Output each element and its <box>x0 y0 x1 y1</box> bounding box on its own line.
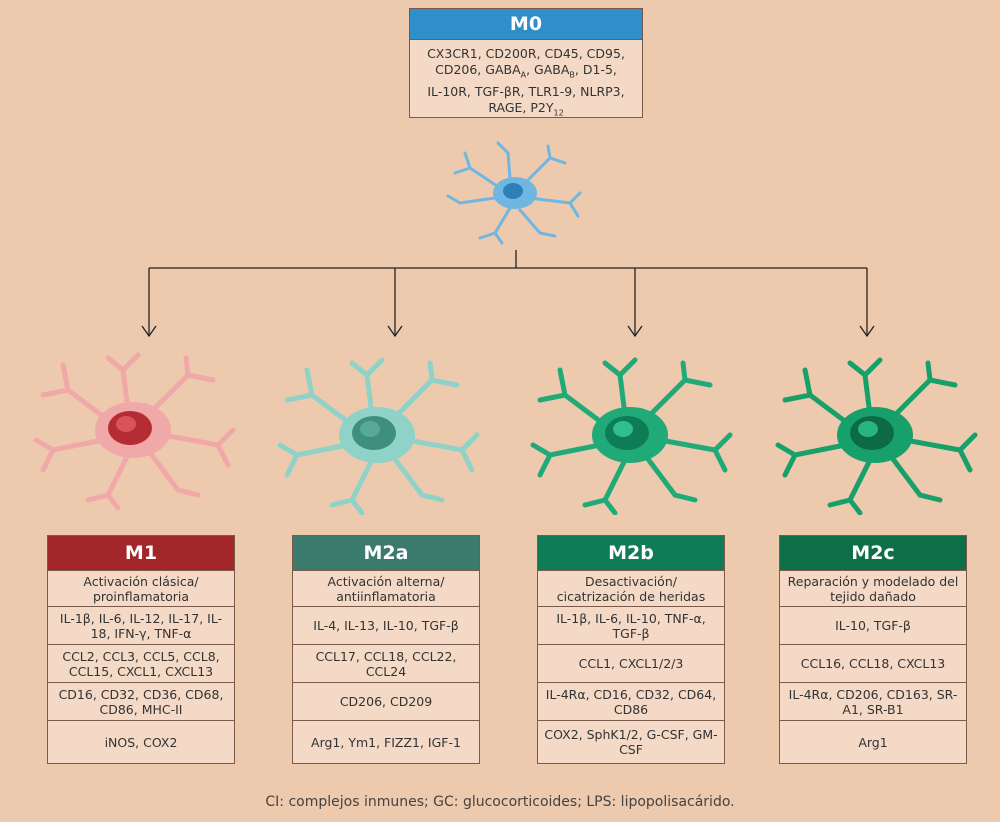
m2b-activation: Desactivación/ cicatrización de heridas <box>538 571 724 607</box>
m2a-microglia-illustration <box>277 357 480 515</box>
m0-sub: 12 <box>553 108 564 117</box>
m2a-title: M2a <box>293 536 479 571</box>
m0-marker-line: CX3CR1, CD200R, CD45, CD95, <box>427 46 625 61</box>
m2a-chemokines: CCL17, CCL18, CCL22, CCL24 <box>293 645 479 683</box>
m2a-receptors: CD206, CD209 <box>293 683 479 721</box>
m2b-microglia-illustration <box>530 357 733 515</box>
m0-marker-text: , GABA <box>526 62 570 77</box>
m0-title: M0 <box>410 9 642 40</box>
m0-marker-line: IL-10R, TGF-βR, TLR1-9, NLRP3, <box>427 83 625 99</box>
m2c-chemokines: CCL16, CCL18, CXCL13 <box>780 645 966 683</box>
m2a-activation: Activación alterna/ antiinflamatoria <box>293 571 479 607</box>
m0-marker-text: , D1-5, <box>574 62 617 77</box>
m1-activation: Activación clásica/ proinflamatoria <box>48 571 234 607</box>
m2a-cytokines: IL-4, IL-13, IL-10, TGF-β <box>293 607 479 645</box>
arrow-m2b <box>627 325 643 338</box>
m2c-receptors: IL-4Rα, CD206, CD163, SR-A1, SR-B1 <box>780 683 966 721</box>
m1-microglia-illustration <box>33 352 236 510</box>
m2c-microglia-illustration <box>775 357 978 515</box>
m0-microglia-illustration <box>446 141 582 245</box>
m2a-box: M2a Activación alterna/ antiinflamatoria… <box>292 535 480 764</box>
m2b-box: M2b Desactivación/ cicatrización de heri… <box>537 535 725 764</box>
arrow-m1 <box>141 325 157 338</box>
footer-note: CI: complejos inmunes; GC: glucocorticoi… <box>265 794 735 810</box>
m1-box: M1 Activación clásica/ proinflamatoria I… <box>47 535 235 764</box>
m2c-box: M2c Reparación y modelado del tejido dañ… <box>779 535 967 764</box>
m1-enzymes: iNOS, COX2 <box>104 734 178 750</box>
m0-sub: B <box>569 70 575 80</box>
m1-chemokines: CCL2, CCL3, CCL5, CCL8, CCL15, CXCL1, CX… <box>48 645 234 683</box>
m2c-cytokines: IL-10, TGF-β <box>780 607 966 645</box>
m1-title: M1 <box>48 536 234 571</box>
m2c-enzymes: Arg1 <box>858 734 888 750</box>
m2b-chemokines: CCL1, CXCL1/2/3 <box>538 645 724 683</box>
m2b-enzymes: COX2, SphK1/2, G-CSF, GM-CSF <box>544 727 718 757</box>
m0-marker-text: CD206, GABA <box>435 62 521 77</box>
arrow-m2c <box>859 325 875 338</box>
m1-receptors: CD16, CD32, CD36, CD68, CD86, MHC-II <box>48 683 234 721</box>
m2c-title: M2c <box>780 536 966 571</box>
m0-box: M0 CX3CR1, CD200R, CD45, CD95, CD206, GA… <box>409 8 643 118</box>
m2c-activation: Reparación y modelado del tejido dañado <box>780 571 966 607</box>
arrow-m2a <box>387 325 403 338</box>
m2b-cytokines: IL-1β, IL-6, IL-10, TNF-α, TGF-β <box>538 607 724 645</box>
m2b-receptors: IL-4Rα, CD16, CD32, CD64, CD86 <box>538 683 724 721</box>
m0-marker-text: RAGE, P2Y <box>488 99 554 115</box>
m2a-enzymes: Arg1, Ym1, FIZZ1, IGF-1 <box>311 734 461 750</box>
m0-sub: A <box>520 70 527 80</box>
m1-cytokines: IL-1β, IL-6, IL-12, IL-17, IL-18, IFN-γ,… <box>48 607 234 645</box>
m2b-title: M2b <box>538 536 724 571</box>
m0-markers: CX3CR1, CD200R, CD45, CD95, CD206, GABAA… <box>410 40 642 127</box>
